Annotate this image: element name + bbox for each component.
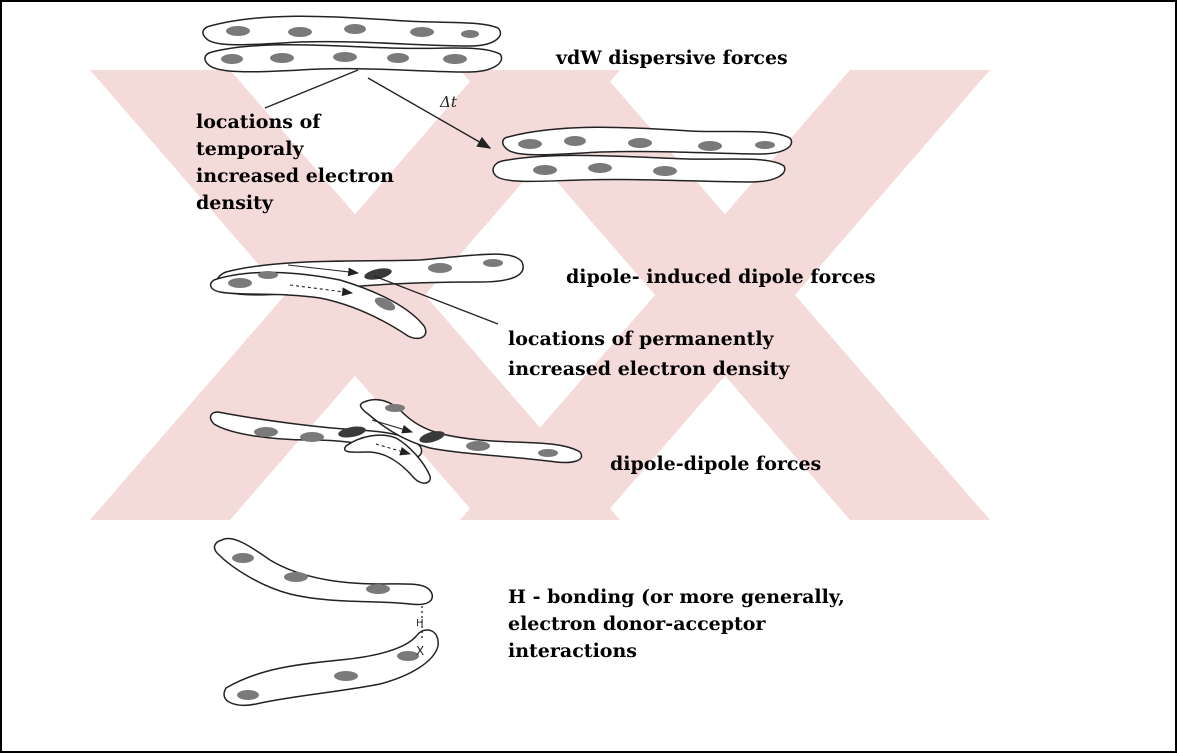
perm-density-line-2: increased electron density bbox=[508, 358, 790, 380]
perm-density-line-1: locations of permanently bbox=[508, 328, 775, 350]
vdw-label: vdW dispersive forces bbox=[555, 47, 788, 69]
h-bond-line-3: interactions bbox=[508, 640, 637, 662]
dipole-dipole-label: dipole-dipole forces bbox=[610, 453, 821, 475]
temp-density-line-2: temporaly bbox=[196, 138, 304, 160]
h-bond-molecules bbox=[215, 538, 439, 705]
h-bond-line-2: electron donor-acceptor bbox=[508, 613, 766, 635]
pointer-line-temporary bbox=[265, 70, 358, 108]
h-atom-label: H bbox=[416, 618, 424, 629]
temp-density-line-4: density bbox=[196, 192, 274, 214]
temp-density-line-1: locations of bbox=[196, 111, 322, 133]
temp-density-line-3: increased electron bbox=[196, 165, 394, 187]
h-bond-line-1: H - bonding (or more generally, bbox=[508, 586, 845, 608]
dipole-induced-label: dipole- induced dipole forces bbox=[566, 266, 876, 288]
delta-t-label: Δt bbox=[439, 93, 458, 111]
h-bonding-label: H - bonding (or more generally, electron… bbox=[508, 586, 845, 662]
x-atom-label: X bbox=[416, 644, 424, 658]
